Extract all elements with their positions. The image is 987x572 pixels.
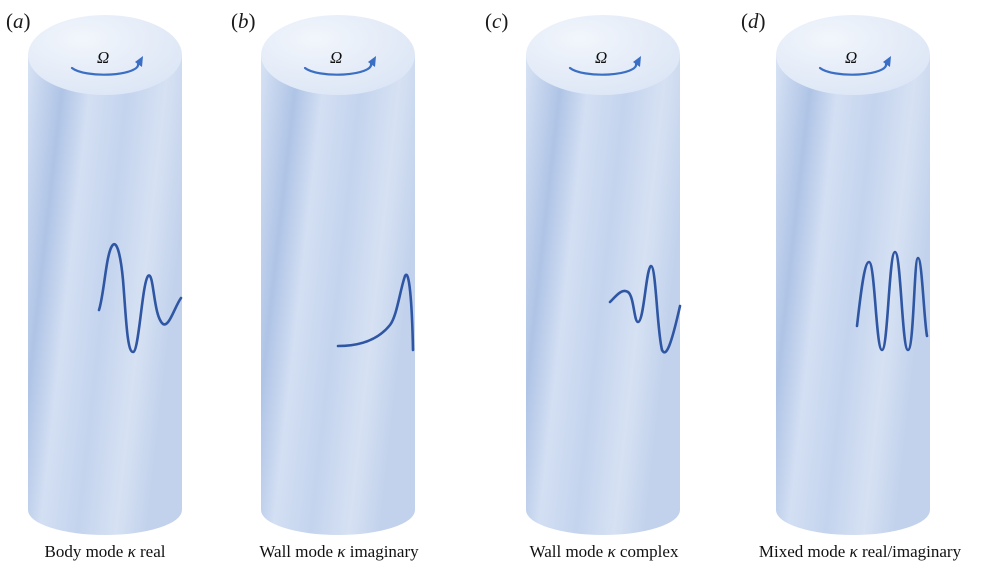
cylinder-a [28,15,182,535]
panel-d-label: (d) [741,9,766,33]
cylinder-a-body [28,55,182,535]
rotation-indicator-b: Ω [303,48,376,76]
rotation-arrow-a [70,62,140,76]
omega-label-a: Ω [97,48,109,67]
wave-b-wall-mode [336,273,415,352]
omega-label-c: Ω [595,48,607,67]
panel-b-label: (b) [231,9,256,33]
panel-d: (d) Ω Mixed mode κ real/imaginary [741,9,962,561]
rotation-indicator-d: Ω [818,48,891,76]
cylinder-c-body [526,55,680,535]
wave-d-mixed-mode [855,250,929,352]
wave-c-wall-mode [608,264,682,354]
panel-b: (b) Ω Wall mode κ imaginary [231,9,419,561]
arrowhead-icon [883,56,891,67]
caption-b: Wall mode κ imaginary [259,542,419,561]
arrowhead-icon [135,56,143,67]
arrowhead-icon [633,56,641,67]
rotation-arrow-d [818,62,888,76]
rotation-indicator-a: Ω [70,48,143,76]
omega-label-b: Ω [330,48,342,67]
panel-a-label: (a) [6,9,31,33]
rotation-indicator-c: Ω [568,48,641,76]
cylinder-d-body [776,55,930,535]
panel-c-label: (c) [485,9,508,33]
cylinder-c-top [526,15,680,95]
cylinder-c [526,15,680,535]
cylinder-b-top [261,15,415,95]
caption-d: Mixed mode κ real/imaginary [759,542,962,561]
cylinder-d-top [776,15,930,95]
arrowhead-icon [368,56,376,67]
omega-label-d: Ω [845,48,857,67]
caption-a: Body mode κ real [44,542,165,561]
panel-c: (c) Ω Wall mode κ complex [485,9,682,561]
cylinder-a-top [28,15,182,95]
caption-c: Wall mode κ complex [530,542,679,561]
cylinder-b-body [261,55,415,535]
rotation-arrow-c [568,62,638,76]
cylinder-b [261,15,415,535]
rotation-arrow-b [303,62,373,76]
cylinder-d [776,15,930,535]
wave-a-body-mode [97,242,183,354]
panel-a: (a) Ω Body mode κ real [6,9,183,561]
